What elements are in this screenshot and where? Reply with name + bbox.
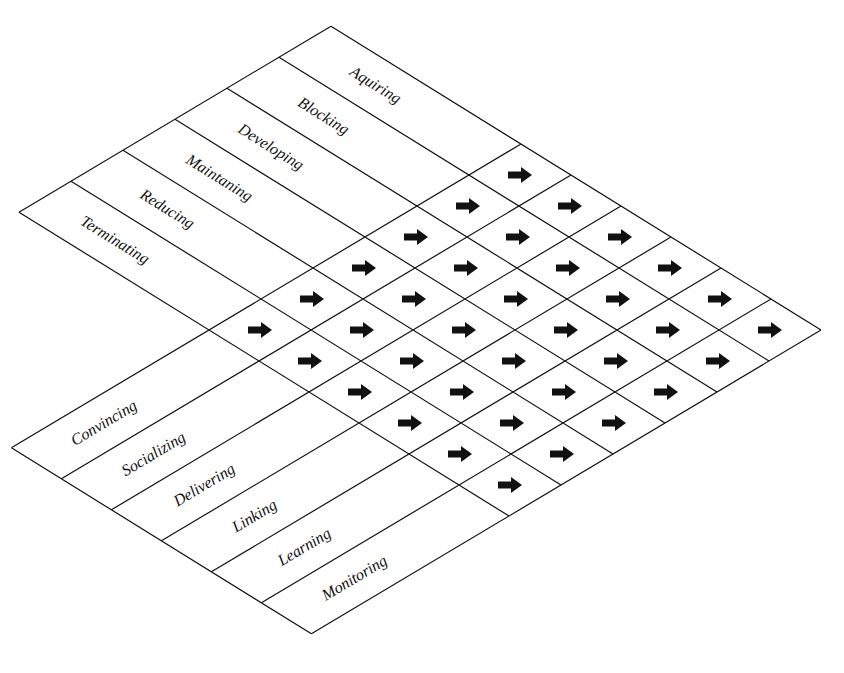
row-header: Developing: [235, 121, 306, 173]
column-header: Monitoring: [319, 552, 390, 603]
row-header: Reducing: [137, 186, 197, 231]
column-header: Linking: [229, 497, 279, 536]
arrow-symbols: [248, 167, 782, 493]
column-header: Socializing: [119, 429, 188, 479]
column-header: Learning: [275, 525, 334, 569]
grid-line: [0, 26, 821, 634]
row-header: Blocking: [295, 94, 352, 138]
row-header: Maintaning: [183, 152, 255, 205]
row-header: Aquiring: [347, 63, 404, 107]
row-header: Terminating: [78, 213, 152, 268]
column-header: Convincing: [68, 397, 140, 449]
